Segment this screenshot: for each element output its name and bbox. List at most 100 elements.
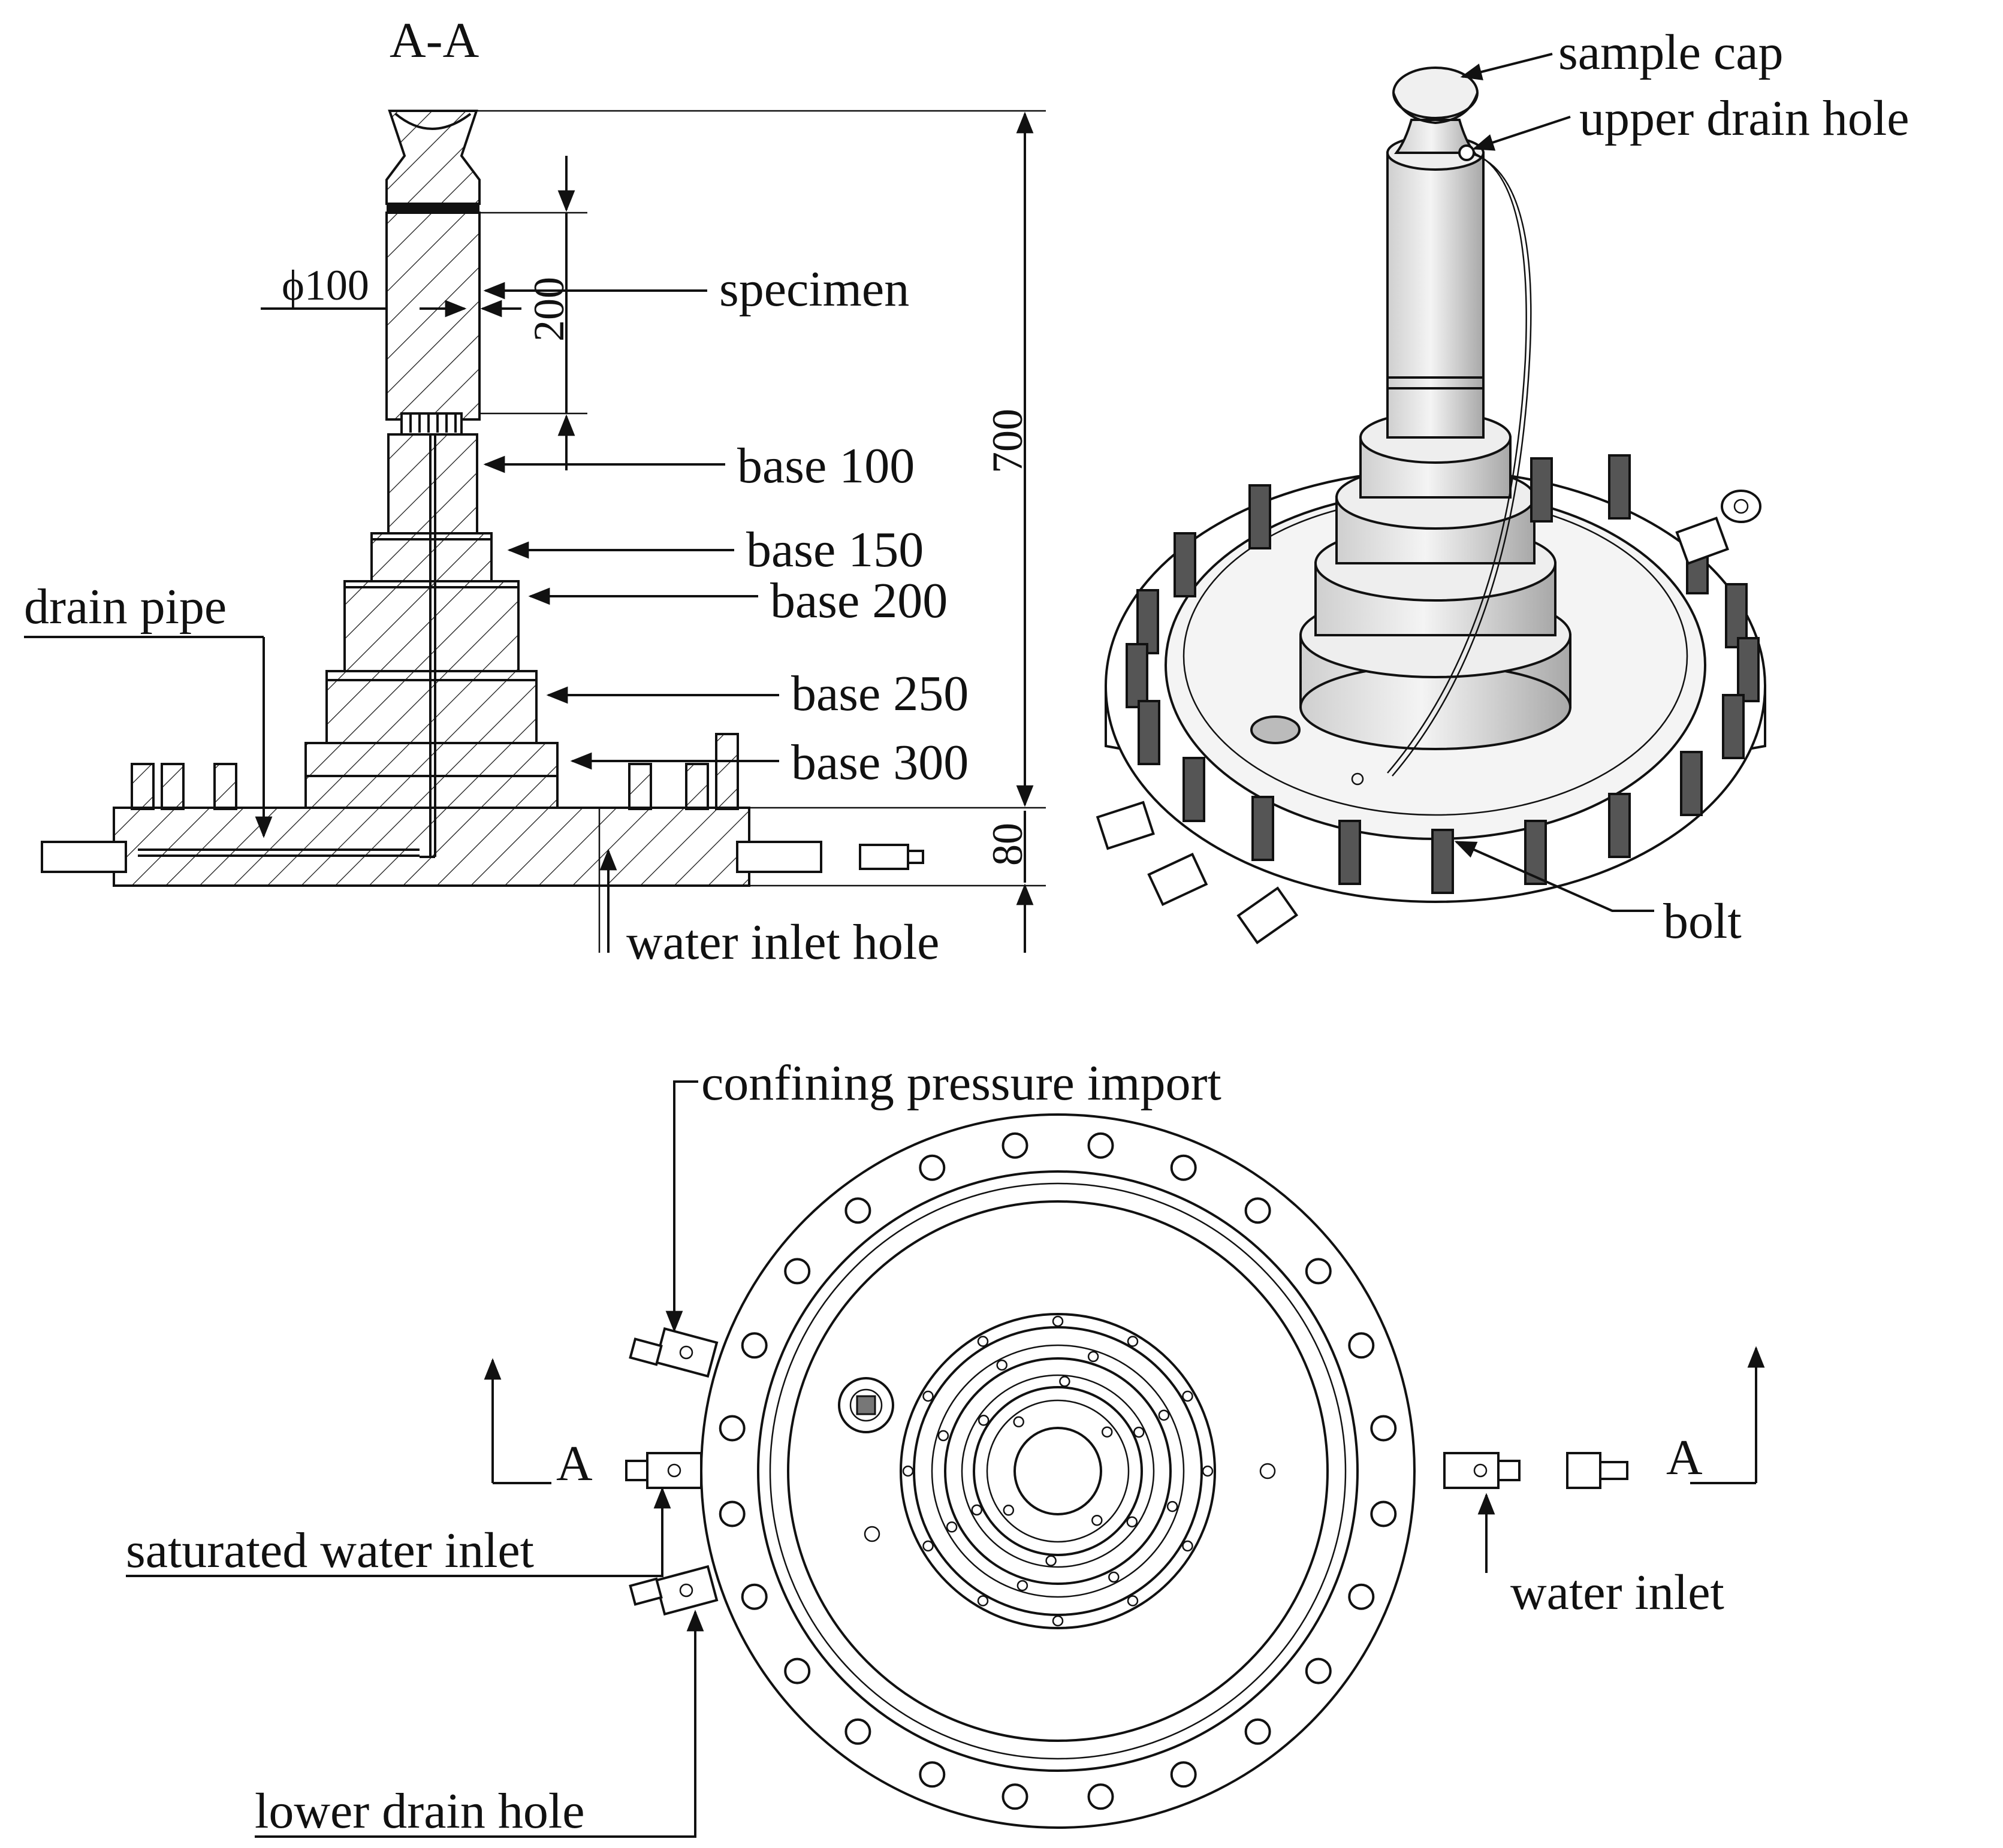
stage-screw <box>1182 1540 1193 1552</box>
iso-stages <box>1299 135 1571 750</box>
stage-screw <box>978 1415 990 1426</box>
section-view: A-A <box>24 13 1046 970</box>
stage-screw <box>1127 1595 1139 1607</box>
plan-outer-flange <box>700 1113 1416 1829</box>
flange-hole <box>919 1761 946 1788</box>
leader-bolt <box>1454 841 1654 912</box>
stage-screw <box>1108 1571 1120 1583</box>
stage-screw <box>1052 1315 1064 1327</box>
stage-screw <box>1052 1615 1064 1627</box>
flange-hole <box>1002 1132 1028 1159</box>
label-bolt: bolt <box>1663 893 1742 949</box>
plan-window <box>838 1377 894 1433</box>
stage-screw <box>937 1430 949 1442</box>
label-water-inlet: water inlet <box>1510 1565 1724 1620</box>
stage-screw <box>1091 1514 1103 1526</box>
section-marks <box>484 1346 1765 1484</box>
leader-lower-drain-hole <box>255 1610 704 1838</box>
label-specimen: specimen <box>719 261 909 317</box>
stage-screw <box>1087 1351 1099 1363</box>
flange-hole <box>1244 1197 1271 1224</box>
stage-screw <box>1101 1426 1113 1438</box>
label-base-200: base 200 <box>770 573 948 629</box>
stage-screw <box>1182 1390 1193 1402</box>
section-title: A-A <box>390 13 479 68</box>
iso-sample-cap <box>1392 67 1479 154</box>
stage-screw <box>1126 1516 1138 1527</box>
flange-hole <box>1370 1500 1397 1527</box>
label-drain-pipe: drain pipe <box>24 579 227 635</box>
stage-screw <box>1059 1376 1070 1387</box>
flange-hole <box>784 1657 811 1684</box>
flange-hole <box>844 1197 871 1224</box>
leader-confining-pressure <box>665 1080 698 1333</box>
plan-concentric-stages <box>900 1313 1216 1629</box>
dim-base-height: 80 <box>984 823 1031 866</box>
section-specimen <box>385 110 481 436</box>
iso-window <box>1250 715 1301 744</box>
stage-screw <box>996 1359 1007 1371</box>
flange-hole <box>1348 1332 1375 1359</box>
stage-screw <box>1016 1580 1028 1592</box>
stage-screw <box>1127 1336 1139 1347</box>
stage-screw <box>1158 1409 1170 1421</box>
section-bases <box>304 419 559 858</box>
plan-stage-screws <box>902 1315 1214 1627</box>
stage-screw <box>922 1390 934 1402</box>
stage-screw <box>1045 1555 1057 1566</box>
stage-screw <box>977 1336 989 1347</box>
label-water-inlet-hole: water inlet hole <box>626 914 939 970</box>
label-saturated-water-inlet: saturated water inlet <box>126 1523 534 1578</box>
label-upper-drain-hole: upper drain hole <box>1579 90 1909 146</box>
flange-hole <box>1170 1761 1197 1788</box>
leader-saturated-water-inlet <box>126 1487 671 1577</box>
section-mark-right: A <box>1666 1430 1703 1485</box>
flange-hole <box>1305 1258 1332 1285</box>
flange-hole <box>844 1718 871 1745</box>
flange-hole <box>1244 1718 1271 1745</box>
flange-hole <box>1087 1783 1114 1810</box>
plan-fittings <box>625 1327 1628 1616</box>
stage-screw <box>971 1504 983 1516</box>
label-base-250: base 250 <box>791 666 969 721</box>
dim-diameter: ϕ100 <box>282 261 369 309</box>
stage-screw <box>1202 1465 1214 1477</box>
label-base-300: base 300 <box>791 735 969 790</box>
iso-view: sample cap upper drain hole bolt <box>1096 25 1909 949</box>
stage-screw <box>1133 1426 1145 1438</box>
flange-hole <box>1348 1583 1375 1610</box>
dim-specimen-height: 200 <box>525 277 573 342</box>
label-base-150: base 150 <box>746 522 924 578</box>
label-sample-cap: sample cap <box>1558 25 1784 80</box>
flange-hole <box>741 1583 768 1610</box>
flange-hole <box>784 1258 811 1285</box>
flange-hole <box>1370 1415 1397 1442</box>
leader-sample-cap <box>1460 53 1553 81</box>
dim-total-height: 700 <box>984 409 1031 473</box>
iso-bolts <box>1126 454 1760 894</box>
flange-hole <box>741 1332 768 1359</box>
flange-hole <box>719 1500 746 1527</box>
section-dimensions <box>261 110 1046 953</box>
stage-screw <box>946 1521 958 1533</box>
flange-hole <box>1305 1657 1332 1684</box>
stage-screw <box>1013 1416 1024 1428</box>
label-lower-drain-hole: lower drain hole <box>255 1783 584 1839</box>
label-base-100: base 100 <box>737 438 915 494</box>
section-bolts <box>131 733 739 810</box>
flange-hole <box>1170 1154 1197 1181</box>
flange-hole <box>1002 1783 1028 1810</box>
section-mark-left: A <box>556 1436 593 1491</box>
stage-screw <box>1166 1500 1178 1512</box>
section-leaders <box>24 282 779 953</box>
flange-hole <box>919 1154 946 1181</box>
stage-screw <box>977 1595 989 1607</box>
flange-hole <box>1087 1132 1114 1159</box>
section-base-plate <box>41 807 924 887</box>
iso-fittings <box>1096 490 1761 944</box>
stage-screw <box>902 1465 914 1477</box>
plan-view: A A confining pressure import saturated … <box>126 1055 1765 1839</box>
stage-screw <box>922 1540 934 1552</box>
flange-hole <box>719 1415 746 1442</box>
